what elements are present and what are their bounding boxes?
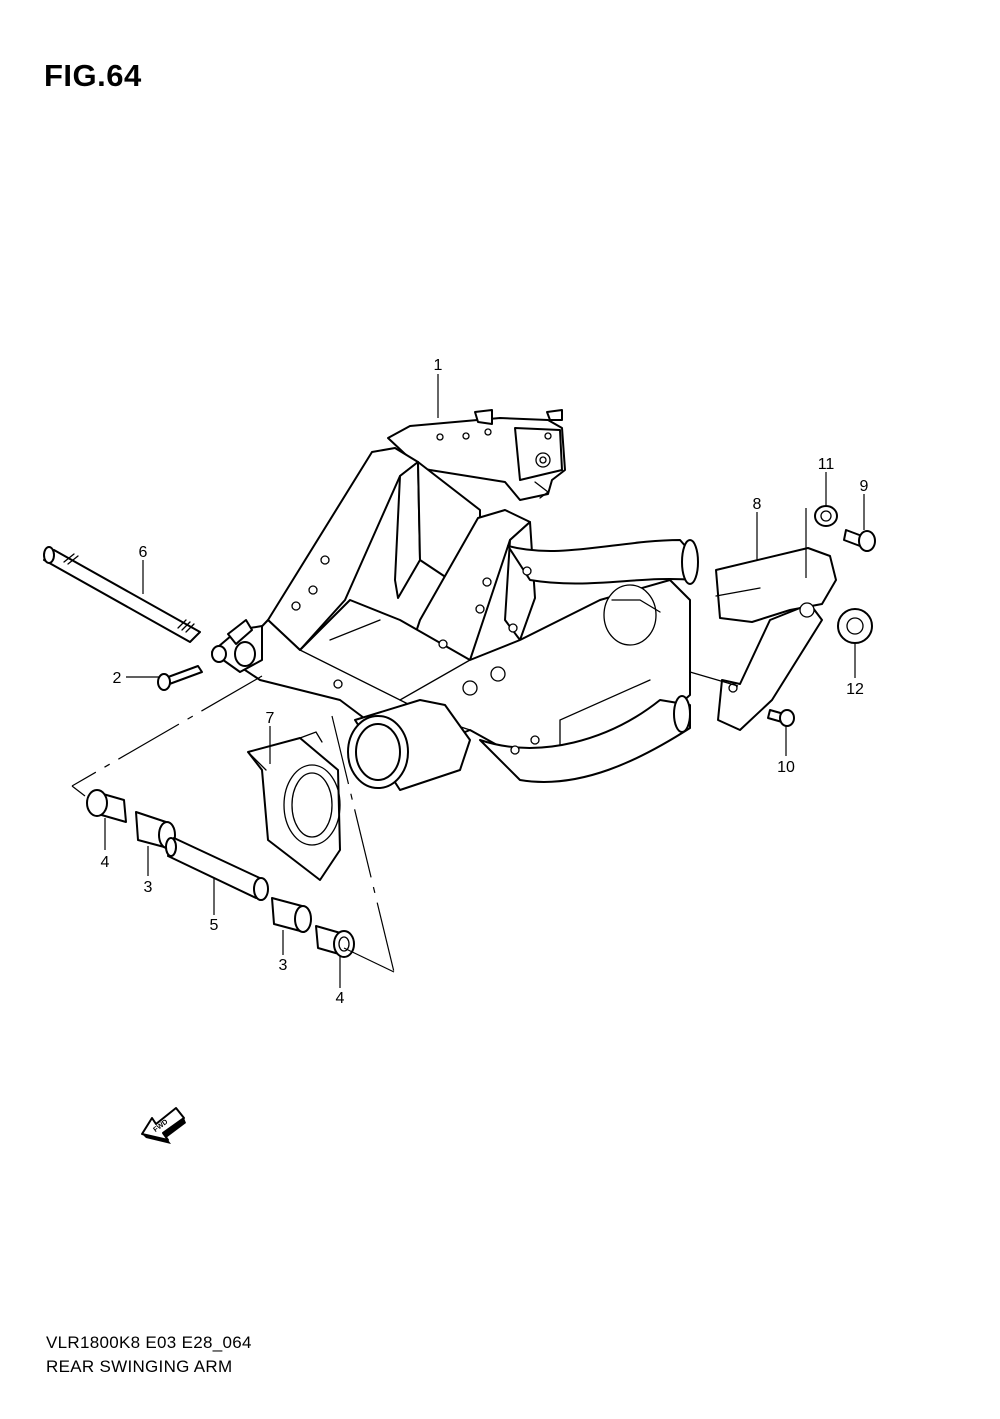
screw-bottom-drawing[interactable] xyxy=(767,709,795,727)
callout-7: 7 xyxy=(266,710,275,727)
fwd-arrow-icon: FWD xyxy=(141,1107,186,1144)
spacer-tube-drawing[interactable] xyxy=(165,837,269,901)
callout-2: 2 xyxy=(113,670,122,687)
callout-1: 1 xyxy=(434,357,443,374)
callout-3-left: 3 xyxy=(144,879,153,896)
callout-5: 5 xyxy=(210,917,219,934)
callout-labels: 1 2 3 3 4 4 5 6 7 8 9 10 11 12 xyxy=(101,357,869,1007)
callout-leaders xyxy=(104,374,865,988)
nut-drawing[interactable] xyxy=(837,608,873,644)
callout-4-right: 4 xyxy=(336,990,345,1007)
callout-3-right: 3 xyxy=(279,957,288,974)
callout-9: 9 xyxy=(860,478,869,495)
callout-11: 11 xyxy=(818,456,835,473)
callout-12: 12 xyxy=(846,681,864,698)
assembly-name: REAR SWINGING ARM xyxy=(46,1357,233,1376)
grommet-drawing[interactable] xyxy=(814,505,838,527)
figure-title: FIG.64 xyxy=(44,58,142,93)
callout-4-left: 4 xyxy=(101,854,110,871)
needle-bearing-right-drawing[interactable] xyxy=(271,897,312,933)
pivot-shaft-drawing[interactable] xyxy=(43,546,201,643)
callout-6: 6 xyxy=(139,544,148,561)
swing-arm-drawing[interactable] xyxy=(211,409,699,791)
callout-8: 8 xyxy=(753,496,762,513)
callout-10: 10 xyxy=(777,759,795,776)
model-code: VLR1800K8 E03 E28_064 xyxy=(46,1333,252,1352)
screw-top-drawing[interactable] xyxy=(843,529,876,552)
collar-right-drawing[interactable] xyxy=(315,925,355,958)
guard-drawing[interactable] xyxy=(247,731,341,881)
assembly-guide-lines xyxy=(71,508,807,973)
collar-left-drawing[interactable] xyxy=(86,789,127,823)
cable-guide-drawing[interactable] xyxy=(715,547,837,731)
bolt-drawing[interactable] xyxy=(157,665,203,691)
